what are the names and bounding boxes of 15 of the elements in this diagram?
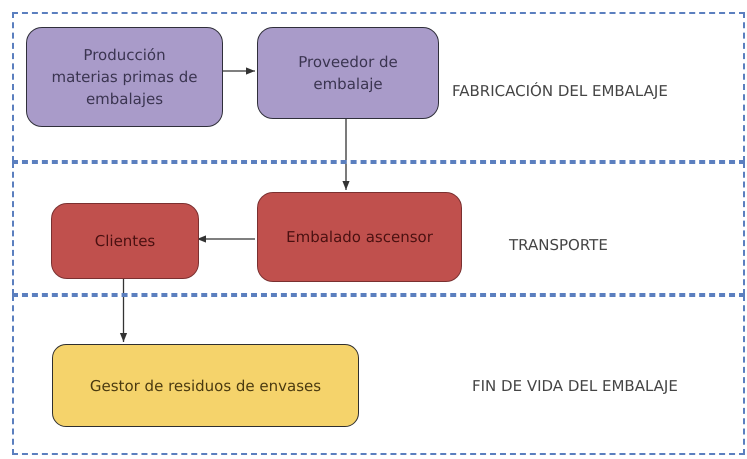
process-box: Gestor de residuos de envases [52, 344, 359, 427]
process-box: Producción materias primas de embalajes [26, 27, 223, 127]
process-box: Clientes [51, 203, 199, 279]
process-box: Embalado ascensor [257, 192, 462, 282]
arrow [197, 235, 255, 243]
phase-band [12, 295, 745, 455]
phase-label: TRANSPORTE [509, 235, 608, 256]
phase-band [12, 162, 745, 295]
arrow [221, 67, 255, 75]
phase-label: FIN DE VIDA DEL EMBALAJE [472, 376, 678, 397]
arrow [342, 117, 350, 190]
process-box: Proveedor de embalaje [257, 27, 439, 119]
phase-label: FABRICACIÓN DEL EMBALAJE [452, 81, 668, 102]
arrow [120, 277, 128, 342]
phase-band [12, 12, 745, 162]
